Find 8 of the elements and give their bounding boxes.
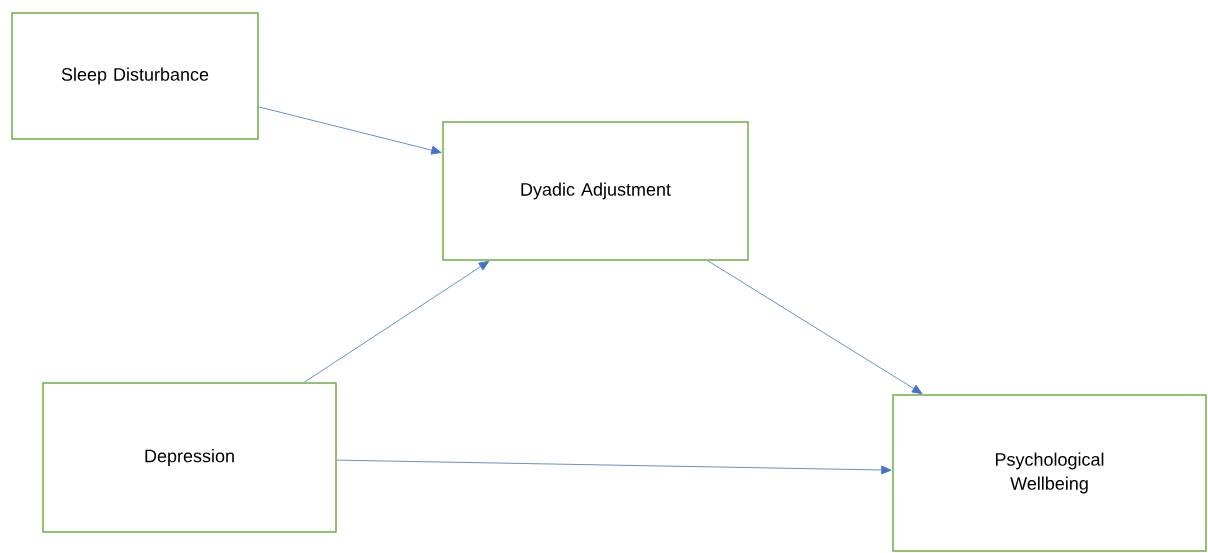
arrow (707, 260, 923, 395)
arrow (303, 260, 490, 383)
arrow (258, 106, 442, 155)
arrow (336, 459, 892, 475)
process-box: Sleep Disturbance (11, 12, 259, 140)
process-box: Dyadic Adjustment (442, 121, 749, 261)
process-box: Depression (42, 382, 337, 533)
process-box: Psychological Wellbeing (892, 394, 1207, 552)
